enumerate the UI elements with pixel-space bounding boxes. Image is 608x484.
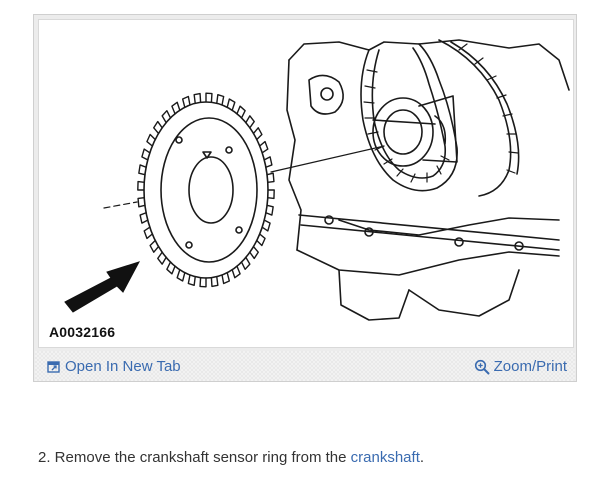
crankshaft-link[interactable]: crankshaft bbox=[350, 449, 420, 466]
figure-container: A0032166 Open In New Tab Zoom/Print bbox=[33, 14, 577, 382]
figure-code: A0032166 bbox=[49, 324, 116, 340]
crankshaft-sensor-ring-illustration bbox=[64, 39, 570, 321]
zoom-print-label: Zoom/Print bbox=[493, 358, 567, 375]
instruction-suffix: . bbox=[419, 449, 425, 466]
open-in-new-tab-link[interactable]: Open In New Tab bbox=[47, 358, 181, 375]
open-new-tab-icon bbox=[47, 360, 61, 374]
zoom-icon bbox=[474, 359, 490, 375]
open-in-new-tab-label: Open In New Tab bbox=[65, 358, 181, 375]
instruction-prefix: 2. Remove the crankshaft sensor ring fro… bbox=[38, 449, 351, 466]
service-diagram: A0032166 bbox=[38, 19, 574, 348]
instruction-step: 2. Remove the crankshaft sensor ring fro… bbox=[38, 449, 424, 466]
zoom-print-link[interactable]: Zoom/Print bbox=[474, 358, 567, 375]
pointer-arrow bbox=[64, 261, 141, 313]
figure-toolbar: Open In New Tab Zoom/Print bbox=[35, 351, 575, 381]
